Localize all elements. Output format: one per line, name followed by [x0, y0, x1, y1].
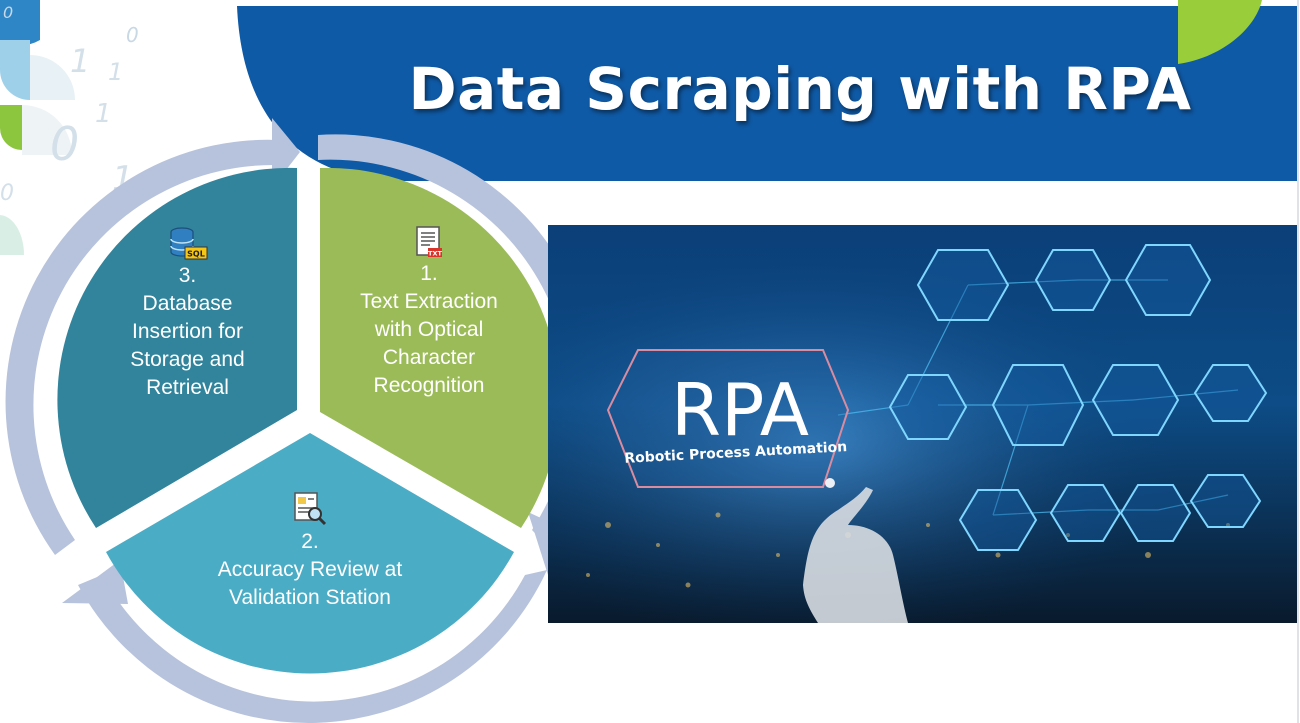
- sql-database-icon: SQL: [169, 227, 207, 260]
- step-number: 3.: [178, 264, 197, 287]
- decorative-binary-pattern: 0 0 1 1 1 0 1 0: [0, 0, 139, 255]
- svg-text:0: 0: [126, 23, 139, 47]
- svg-text:1: 1: [70, 42, 90, 80]
- page-title: Data Scraping with RPA: [408, 55, 1192, 123]
- cycle-step-3: SQL 3. Database Insertion for Storage an…: [110, 226, 265, 402]
- accent-leaf: [1178, 0, 1262, 64]
- svg-text:TXT: TXT: [428, 250, 442, 258]
- step-number: 2.: [301, 530, 319, 553]
- cycle-arrow-head-2: [62, 560, 128, 604]
- document-search-icon: [294, 492, 327, 526]
- segment-step-2: [106, 433, 514, 674]
- rpa-illustration: RPA Robotic Process Automation: [548, 225, 1298, 623]
- photo-headline: RPA: [671, 368, 809, 452]
- cycle-step-1: TXT 1. Text Extraction with Optical Char…: [345, 226, 513, 400]
- step-label: Database Insertion for Storage and Retri…: [130, 292, 245, 399]
- step-number: 1.: [420, 262, 438, 285]
- cycle-diagram: [5, 118, 598, 723]
- text-document-icon: TXT: [416, 226, 442, 258]
- cycle-step-2: 2. Accuracy Review at Validation Station: [200, 492, 420, 612]
- svg-text:0: 0: [3, 3, 13, 22]
- robot-hand: [803, 487, 908, 623]
- cycle-arrow-2: [78, 570, 547, 723]
- step-label: Accuracy Review at Validation Station: [217, 558, 403, 609]
- slide-edge: [1297, 0, 1299, 723]
- svg-text:0: 0: [0, 181, 14, 206]
- title-banner: [237, 0, 1297, 181]
- cycle-arrow-3: [5, 139, 278, 555]
- svg-text:0: 0: [50, 117, 79, 171]
- svg-text:SQL: SQL: [187, 250, 205, 259]
- step-label: Text Extraction with Optical Character R…: [360, 290, 498, 397]
- segment-step-1: [320, 167, 560, 528]
- svg-text:1: 1: [95, 99, 112, 129]
- svg-text:1: 1: [108, 58, 123, 86]
- cycle-arrow-1: [318, 134, 598, 548]
- segment-step-3: [57, 167, 298, 529]
